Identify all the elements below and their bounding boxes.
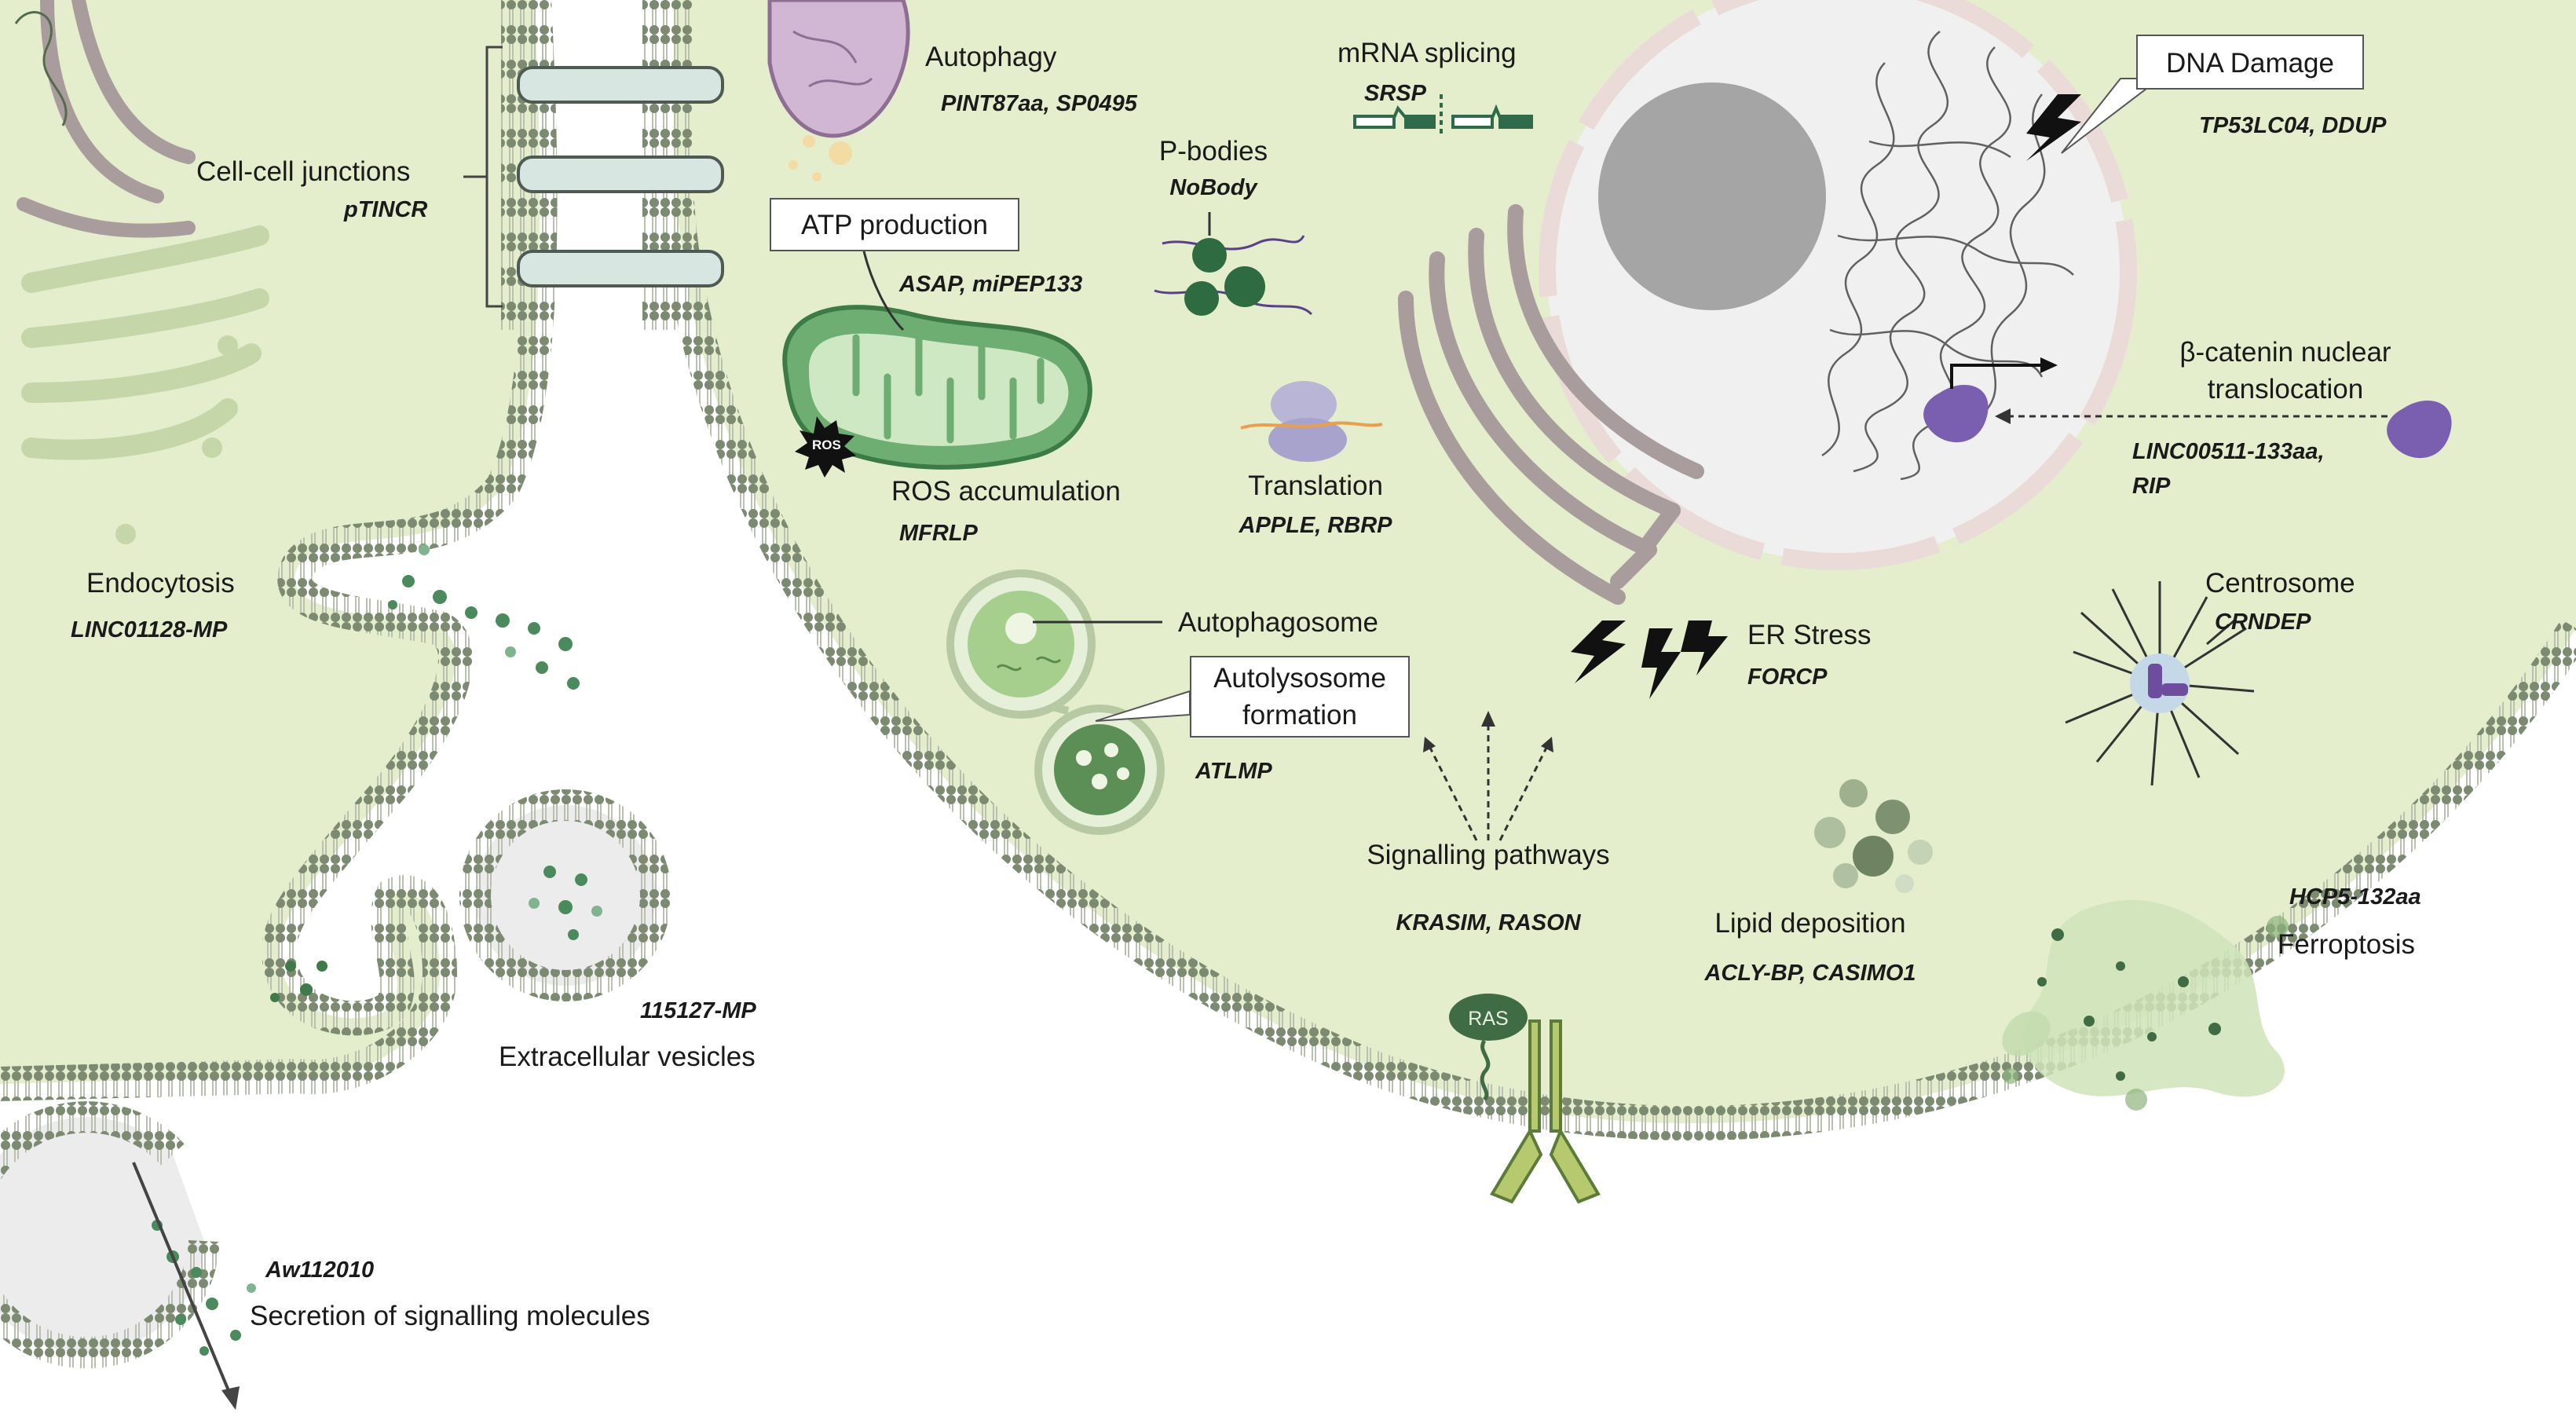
atp-production-box (770, 198, 1019, 251)
centrosome-label: Centrosome (2205, 568, 2355, 599)
secretion-label: Secretion of signalling molecules (250, 1301, 650, 1331)
translation-label: Translation (1248, 470, 1383, 501)
lipid-deposition-label: Lipid deposition (1714, 908, 1906, 939)
autolysosome-label-line2: formation (1242, 700, 1357, 730)
golgi-icon (21, 225, 269, 544)
atp-production-label: ATP production (800, 210, 989, 240)
beta-catenin-label-line2: translocation (2207, 374, 2364, 405)
dna-damage-genes: TP53LC04, DDUP (2199, 113, 2387, 138)
nucleus-icon (1539, 0, 2137, 570)
arrowheads (1423, 711, 1553, 752)
nuclear-translocation-arrow (1950, 357, 2388, 424)
mrna-splicing-icon (1353, 94, 1533, 134)
beta-catenin-genes-1: LINC00511-133aa, (2132, 439, 2325, 464)
atp-production-genes: ASAP, miPEP133 (899, 272, 1083, 297)
autolysosome-label-line1: Autolysosome (1213, 663, 1386, 694)
ros-burst-icon (795, 416, 856, 478)
secretion-genes: Aw112010 (265, 1257, 375, 1283)
ros-genes: MFRLP (899, 521, 978, 546)
ferroptosis-cell-icon (2002, 899, 2289, 1111)
tight-junction-icon (517, 66, 724, 287)
ros-burst-label: ROS (812, 437, 841, 452)
cell-junctions-label: Cell-cell junctions (196, 156, 411, 187)
er-stress-genes: FORCP (1747, 664, 1828, 690)
translation-genes: APPLE, RBRP (1239, 513, 1392, 538)
atp-leader-line (862, 251, 905, 331)
autophagosome-label: Autophagosome (1178, 607, 1378, 638)
cell-junctions-genes: pTINCR (344, 197, 428, 222)
centrosome-genes: CRNDEP (2215, 610, 2311, 635)
endocytosis-genes: LINC01128-MP (71, 617, 228, 642)
mrna-splicing-label: mRNA splicing (1337, 38, 1517, 68)
er-icon (1398, 204, 1704, 605)
er-stress-label: ER Stress (1747, 620, 1872, 650)
dna-damage-box (2136, 35, 2364, 90)
signalling-arrows (1428, 723, 1549, 841)
autophagy-label: Autophagy (925, 42, 1057, 72)
autolysosome-genes: ATLMP (1195, 759, 1272, 784)
signalling-genes: KRASIM, RASON (1396, 910, 1581, 935)
signalling-label: Signalling pathways (1367, 840, 1610, 870)
ros-accumulation-label: ROS accumulation (891, 476, 1121, 507)
dna-damage-label: DNA Damage (2166, 48, 2334, 79)
extracellular-vesicles-label: Extracellular vesicles (499, 1041, 756, 1072)
lipid-droplet-icon (1814, 779, 1933, 893)
mrna-splicing-genes: SRSP (1364, 81, 1426, 106)
junction-bracket (463, 46, 503, 308)
receptor-icon (1490, 1019, 1601, 1204)
lipid-deposition-genes: ACLY-BP, CASIMO1 (1704, 961, 1916, 986)
lightning-bolt-icon (1571, 620, 1728, 699)
mitochondrion-icon (782, 305, 1092, 470)
ferroptosis-label: Ferroptosis (2278, 929, 2416, 960)
ribosome-icon (1240, 381, 1383, 462)
centrosome-leader-line (2206, 619, 2235, 646)
beta-catenin-label-line1: β-catenin nuclear (2179, 337, 2391, 368)
nucleolus (1598, 82, 1826, 310)
endocytosis-dots (388, 544, 580, 690)
ras-label: RAS (1468, 1008, 1509, 1030)
p-bodies-genes: NoBody (1169, 175, 1257, 200)
autophagosome-icon (946, 569, 1165, 835)
autophagy-vesicle-icon (767, 0, 910, 181)
lightning-bolt-icon (2026, 94, 2081, 161)
extracellular-vesicle-icon (459, 789, 671, 1001)
beta-catenin-genes-2: RIP (2132, 474, 2171, 499)
beta-catenin-protein-icon (1923, 385, 2452, 459)
endocytosis-label: Endocytosis (86, 568, 235, 599)
p-body-icon (1154, 212, 1313, 316)
centrosome-icon (2065, 581, 2255, 786)
main-cell (501, 0, 2576, 1141)
secretory-vesicle-icon (0, 1101, 256, 1410)
er-icon (16, 0, 196, 238)
membrane-vesicle-dots (270, 961, 327, 1002)
autolysosome-box (1190, 656, 1410, 738)
ferroptosis-genes: HCP5-132aa (2289, 884, 2421, 910)
left-cell (0, 0, 558, 1101)
extracellular-vesicles-genes: 115127-MP (640, 998, 756, 1023)
p-bodies-label: P-bodies (1158, 136, 1268, 167)
ras-anchor (1480, 1039, 1491, 1101)
autophagy-genes: PINT87aa, SP0495 (941, 91, 1137, 116)
ras-protein-icon (1449, 994, 1528, 1041)
